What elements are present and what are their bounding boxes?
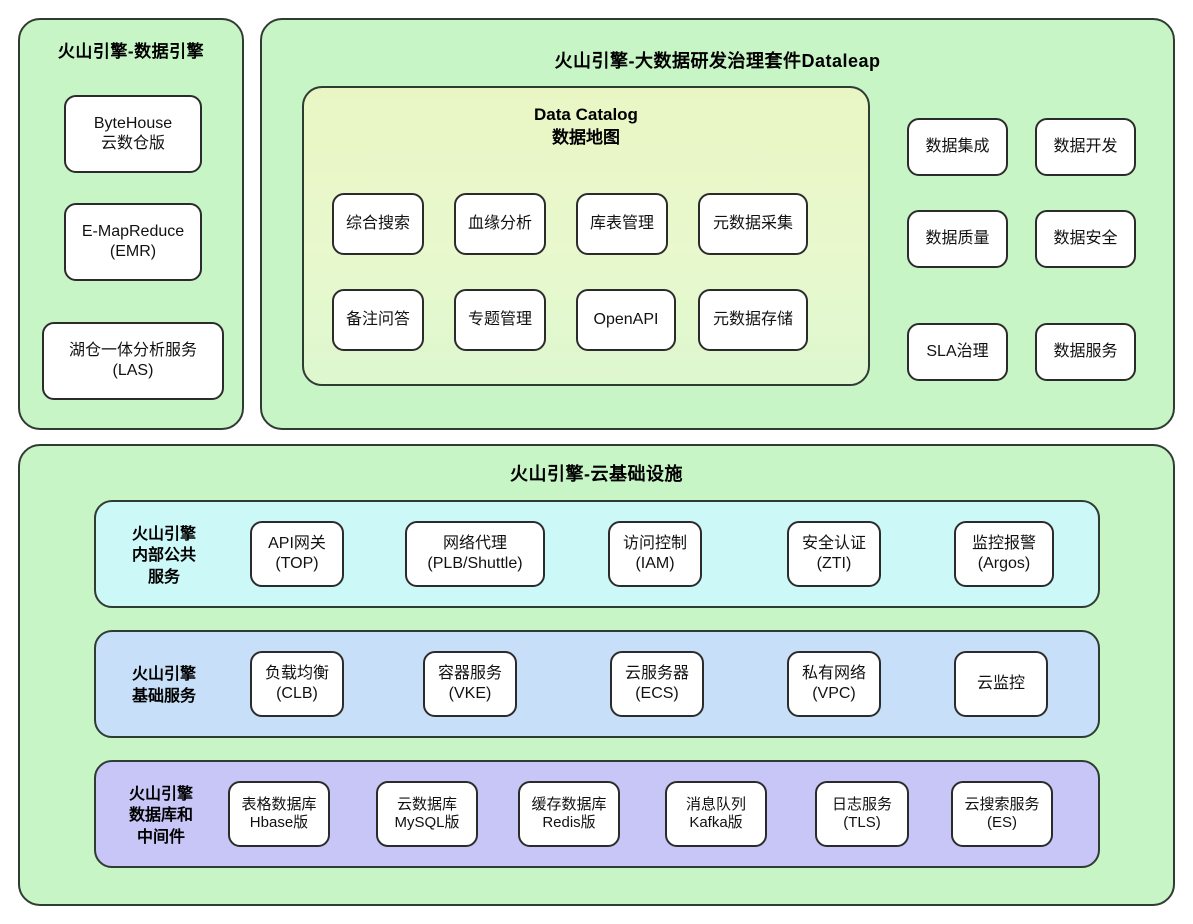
panel-cloud-infrastructure: 火山引擎-云基础设施 火山引擎 内部公共 服务 API网关 (TOP) 网络代理… [18, 444, 1175, 906]
cloud-item-cloud-server[interactable]: 云服务器 (ECS) [610, 651, 704, 717]
cloud-item-container-service[interactable]: 容器服务 (VKE) [423, 651, 517, 717]
cloud-item-access-control[interactable]: 访问控制 (IAM) [608, 521, 702, 587]
panel-data-catalog: Data Catalog 数据地图 综合搜索 血缘分析 库表管理 元数据采集 备… [302, 86, 870, 386]
catalog-item-comprehensive-search[interactable]: 综合搜索 [332, 193, 424, 255]
band-internal-public-services: 火山引擎 内部公共 服务 API网关 (TOP) 网络代理 (PLB/Shutt… [94, 500, 1100, 608]
cloud-item-network-proxy[interactable]: 网络代理 (PLB/Shuttle) [405, 521, 545, 587]
catalog-item-topic-management[interactable]: 专题管理 [454, 289, 546, 351]
catalog-item-metadata-storage[interactable]: 元数据存储 [698, 289, 808, 351]
panel-data-engine: 火山引擎-数据引擎 ByteHouse 云数仓版 E-MapReduce (EM… [18, 18, 244, 430]
band-database-middleware: 火山引擎 数据库和 中间件 表格数据库 Hbase版 云数据库 MySQL版 缓… [94, 760, 1100, 868]
panel-data-engine-title: 火山引擎-数据引擎 [57, 42, 205, 61]
data-engine-item-las[interactable]: 湖仓一体分析服务 (LAS) [42, 322, 224, 400]
catalog-item-metadata-collection[interactable]: 元数据采集 [698, 193, 808, 255]
dataleap-module-data-quality[interactable]: 数据质量 [907, 210, 1008, 268]
cloud-item-private-network[interactable]: 私有网络 (VPC) [787, 651, 881, 717]
band-basic-services-label: 火山引擎 基础服务 [131, 666, 196, 705]
cloud-item-message-queue-kafka[interactable]: 消息队列 Kafka版 [665, 781, 767, 847]
cloud-item-cloud-monitor[interactable]: 云监控 [954, 651, 1048, 717]
cloud-item-cachedb-redis[interactable]: 缓存数据库 Redis版 [518, 781, 620, 847]
cloud-item-cloud-search-es[interactable]: 云搜索服务 (ES) [951, 781, 1053, 847]
cloud-item-api-gateway[interactable]: API网关 (TOP) [250, 521, 344, 587]
dataleap-module-data-integration[interactable]: 数据集成 [907, 118, 1008, 176]
cloud-item-tablestore-hbase[interactable]: 表格数据库 Hbase版 [228, 781, 330, 847]
cloud-item-security-authentication[interactable]: 安全认证 (ZTI) [787, 521, 881, 587]
cloud-item-log-service-tls[interactable]: 日志服务 (TLS) [815, 781, 909, 847]
data-catalog-title: Data Catalog 数据地图 [534, 105, 638, 147]
cloud-item-load-balancer[interactable]: 负载均衡 (CLB) [250, 651, 344, 717]
band-basic-services: 火山引擎 基础服务 负载均衡 (CLB) 容器服务 (VKE) 云服务器 (EC… [94, 630, 1100, 738]
dataleap-module-data-security[interactable]: 数据安全 [1035, 210, 1136, 268]
data-engine-item-bytehouse[interactable]: ByteHouse 云数仓版 [64, 95, 202, 173]
cloud-item-monitoring-alarm[interactable]: 监控报警 (Argos) [954, 521, 1054, 587]
catalog-item-lineage-analysis[interactable]: 血缘分析 [454, 193, 546, 255]
band-internal-public-services-label: 火山引擎 内部公共 服务 [131, 525, 196, 586]
data-engine-item-emr[interactable]: E-MapReduce (EMR) [64, 203, 202, 281]
band-database-middleware-label: 火山引擎 数据库和 中间件 [128, 785, 193, 846]
catalog-item-openapi[interactable]: OpenAPI [576, 289, 676, 351]
panel-dataleap: 火山引擎-大数据研发治理套件Dataleap Data Catalog 数据地图… [260, 18, 1175, 430]
panel-dataleap-title: 火山引擎-大数据研发治理套件Dataleap [554, 51, 881, 71]
cloud-item-clouddb-mysql[interactable]: 云数据库 MySQL版 [376, 781, 478, 847]
panel-cloud-infrastructure-title: 火山引擎-云基础设施 [510, 464, 683, 484]
catalog-item-table-management[interactable]: 库表管理 [576, 193, 668, 255]
catalog-item-remark-qa[interactable]: 备注问答 [332, 289, 424, 351]
dataleap-module-data-service[interactable]: 数据服务 [1035, 323, 1136, 381]
dataleap-module-data-development[interactable]: 数据开发 [1035, 118, 1136, 176]
dataleap-module-sla-governance[interactable]: SLA治理 [907, 323, 1008, 381]
